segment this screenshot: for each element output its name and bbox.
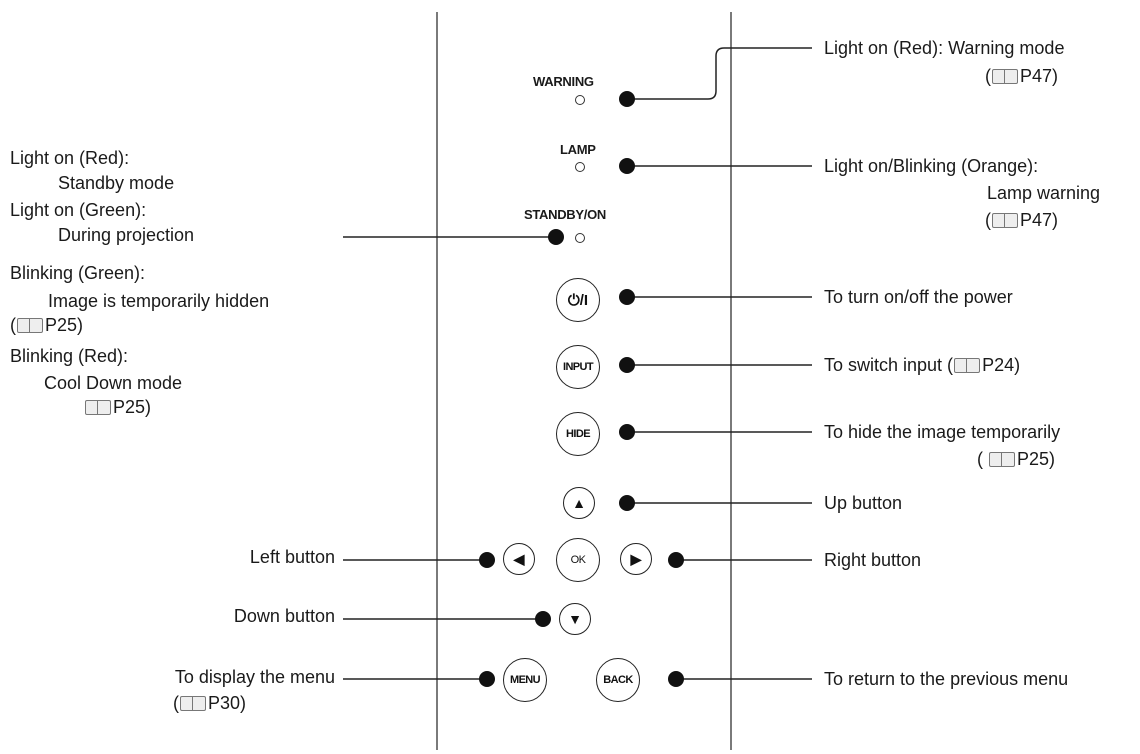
menu-label-line-1: To display the menu <box>174 667 335 687</box>
lamp-desc-line-2: Lamp warning <box>987 183 1101 203</box>
manual-book-icon <box>992 213 1018 228</box>
ok-button[interactable]: OK <box>556 538 600 582</box>
lamp-label: LAMP <box>560 142 596 157</box>
standby-desc-line-3: Light on (Green): <box>10 200 147 220</box>
standby-desc-line-4: During projection <box>58 225 195 245</box>
standby-ref-1: (P25) <box>10 315 84 335</box>
standby-desc-line-1: Light on (Red): <box>10 148 130 168</box>
hide-button[interactable]: HIDE <box>556 412 600 456</box>
power-desc: To turn on/off the power <box>824 287 1013 307</box>
left-button-label: Left button <box>249 547 335 567</box>
standby-desc-line-8: Blinking (Red): <box>10 346 129 366</box>
standby-label: STANDBY/ON <box>524 207 606 222</box>
warning-callout-line <box>627 47 812 100</box>
menu-dot <box>479 671 495 687</box>
manual-book-icon <box>989 452 1015 467</box>
left-dot <box>479 552 495 568</box>
up-button[interactable]: ▲ <box>563 487 595 519</box>
warning-label: WARNING <box>533 74 594 89</box>
power-dot <box>619 289 635 305</box>
lamp-ref: (P47) <box>985 210 1059 230</box>
standby-desc-line-5: Blinking (Green): <box>10 263 146 283</box>
down-button-label: Down button <box>233 606 335 626</box>
manual-book-icon <box>992 69 1018 84</box>
right-button[interactable]: ▶ <box>620 543 652 575</box>
down-dot <box>535 611 551 627</box>
standby-led <box>575 233 585 243</box>
standby-desc-line-2: Standby mode <box>58 173 175 193</box>
menu-button[interactable]: MENU <box>503 658 547 702</box>
hide-dot <box>619 424 635 440</box>
down-button[interactable]: ▼ <box>559 603 591 635</box>
hide-desc: To hide the image temporarily <box>824 422 1061 442</box>
manual-book-icon <box>180 696 206 711</box>
warning-dot <box>619 91 635 107</box>
warning-ref: (P47) <box>985 66 1059 86</box>
power-button[interactable]: ⏻/I <box>556 278 600 322</box>
standby-dot <box>548 229 564 245</box>
input-dot <box>619 357 635 373</box>
manual-book-icon <box>954 358 981 373</box>
standby-desc-line-6: Image is temporarily hidden <box>48 291 270 311</box>
standby-desc-line-9: Cool Down mode <box>44 373 183 393</box>
back-desc: To return to the previous menu <box>824 669 1069 689</box>
lamp-led <box>575 162 585 172</box>
back-button[interactable]: BACK <box>596 658 640 702</box>
hide-ref: ( P25) <box>977 449 1056 469</box>
warning-desc: Light on (Red): Warning mode <box>824 38 1065 58</box>
up-dot <box>619 495 635 511</box>
right-button-desc: Right button <box>824 550 922 570</box>
input-desc: To switch input (P24) <box>824 355 1021 375</box>
warning-led <box>575 95 585 105</box>
right-dot <box>668 552 684 568</box>
lamp-dot <box>619 158 635 174</box>
menu-ref: (P30) <box>173 693 247 713</box>
up-button-desc: Up button <box>824 493 903 513</box>
lamp-desc-line-1: Light on/Blinking (Orange): <box>824 156 1039 176</box>
input-button[interactable]: INPUT <box>556 345 600 389</box>
manual-book-icon <box>85 400 111 415</box>
back-dot <box>668 671 684 687</box>
standby-ref-2: P25) <box>84 396 151 418</box>
manual-book-icon <box>17 318 43 333</box>
left-button[interactable]: ◀ <box>503 543 535 575</box>
